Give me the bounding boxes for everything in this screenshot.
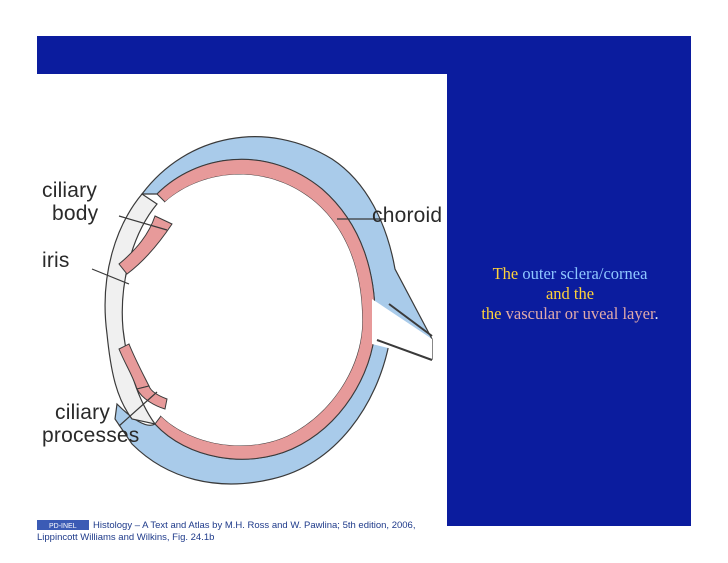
ciliary-processes — [136, 385, 168, 410]
slide-text: The outer sclera/cornea and the the vasc… — [449, 264, 691, 324]
text-period: . — [654, 304, 659, 323]
caption-line1: Histology – A Text and Atlas by M.H. Ros… — [93, 520, 416, 531]
text-the-2: the — [481, 304, 502, 323]
label-ciliary-body-line2: body — [52, 202, 99, 225]
license-badge: PD-INEL — [37, 520, 89, 531]
text-line-1: The outer sclera/cornea — [449, 264, 691, 284]
text-line-3: the vascular or uveal layer. — [449, 304, 691, 324]
label-ciliary-processes-line2: processes — [42, 424, 140, 447]
figure-caption: PD-INEL Histology – A Text and Atlas by M… — [37, 520, 447, 544]
slide: ciliary body iris choroid ciliary proces… — [37, 36, 691, 543]
eye-diagram: ciliary body iris choroid ciliary proces… — [37, 74, 447, 543]
text-line-2: and the — [545, 284, 595, 303]
eye-cross-section-drawing — [91, 136, 433, 485]
caption-line2: Lippincott Williams and Wilkins, Fig. 24… — [37, 532, 215, 543]
label-ciliary-processes-line1: ciliary — [55, 401, 111, 424]
text-vascular-uveal-layer: vascular or uveal layer — [505, 304, 655, 323]
text-the-1: The — [492, 264, 519, 283]
text-outer-sclera-cornea: outer sclera/cornea — [522, 264, 648, 283]
cornea-region — [104, 193, 158, 425]
label-ciliary-body-line1: ciliary — [42, 179, 98, 202]
vitreous-cavity — [161, 174, 363, 446]
label-iris: iris — [42, 249, 70, 272]
ciliary-body-upper — [118, 215, 173, 275]
label-choroid: choroid — [372, 204, 443, 227]
